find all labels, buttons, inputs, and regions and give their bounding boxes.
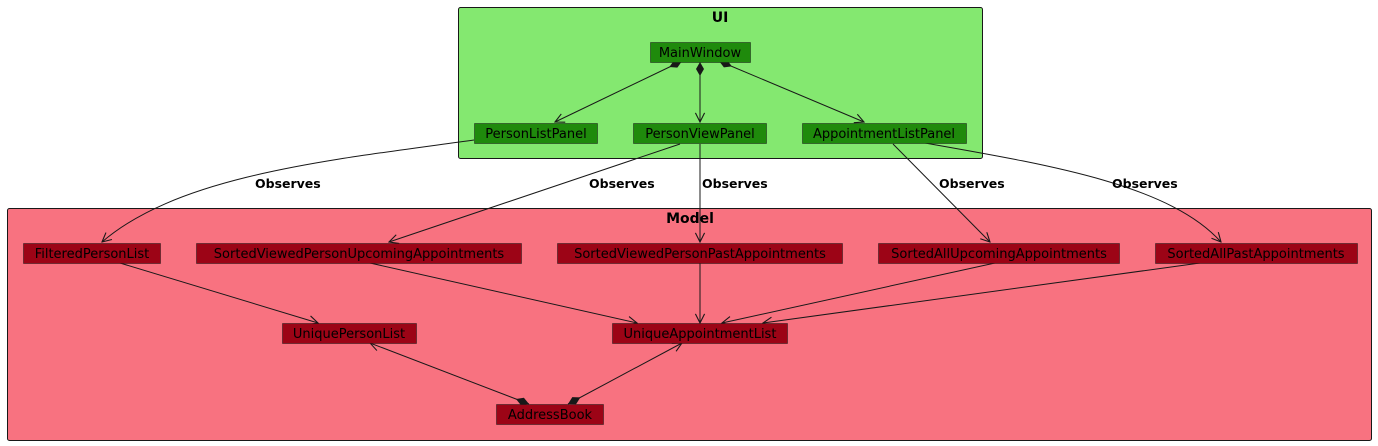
node-person-list-panel-label: PersonListPanel: [485, 127, 586, 142]
edge-appointmentlistpanel-allpast: [924, 142, 1221, 242]
node-filtered-person-list-label: FilteredPersonList: [35, 247, 150, 262]
node-sorted-all-upcoming-appointments[interactable]: SortedAllUpcomingAppointments: [878, 243, 1120, 264]
edge-mainwindow-appointmentlistpanel: [718, 61, 864, 122]
edge-label-personlist-observes: Observes: [255, 176, 321, 191]
node-sorted-viewed-person-upcoming-appointments-label: SortedViewedPersonUpcomingAppointments: [214, 247, 505, 262]
edge-label-view-upcoming-observes: Observes: [589, 176, 655, 191]
edge-allpast-uniqueappointmentlist: [763, 262, 1201, 323]
edges: [102, 61, 1221, 404]
node-appointment-list-panel-label: AppointmentListPanel: [813, 127, 955, 142]
edge-personlistpanel-filteredpersonlist: [102, 139, 475, 242]
node-address-book-label: AddressBook: [508, 408, 593, 423]
node-address-book[interactable]: AddressBook: [496, 404, 604, 425]
node-unique-person-list-label: UniquePersonList: [293, 327, 405, 342]
edge-label-view-past-observes: Observes: [702, 176, 768, 191]
node-sorted-all-past-appointments-label: SortedAllPastAppointments: [1167, 247, 1344, 262]
edge-addressbook-uniquepersonlist: [370, 343, 530, 404]
node-sorted-viewed-person-upcoming-appointments[interactable]: SortedViewedPersonUpcomingAppointments: [196, 243, 522, 264]
edge-label-appt-upcoming-observes: Observes: [939, 176, 1005, 191]
ui-package-title: UI: [712, 10, 729, 26]
edge-label-appt-past-observes: Observes: [1112, 176, 1178, 191]
node-unique-person-list[interactable]: UniquePersonList: [282, 323, 417, 344]
model-package-title: Model: [666, 211, 714, 227]
node-main-window-label: MainWindow: [659, 46, 742, 61]
model-nodes: FilteredPersonList SortedViewedPersonUpc…: [23, 243, 1358, 425]
node-person-view-panel-label: PersonViewPanel: [645, 127, 755, 142]
node-person-view-panel[interactable]: PersonViewPanel: [633, 123, 767, 144]
edge-personviewpanel-upcoming: [389, 143, 681, 242]
node-sorted-all-upcoming-appointments-label: SortedAllUpcomingAppointments: [891, 247, 1107, 262]
edge-upcoming-uniqueappointmentlist: [369, 262, 637, 323]
node-unique-appointment-list-label: UniqueAppointmentList: [624, 327, 777, 342]
edge-mainwindow-personlistpanel: [555, 61, 683, 122]
node-main-window[interactable]: MainWindow: [650, 42, 751, 63]
node-filtered-person-list[interactable]: FilteredPersonList: [23, 243, 161, 264]
edge-addressbook-uniqueappointmentlist: [567, 343, 682, 405]
node-person-list-panel[interactable]: PersonListPanel: [474, 123, 598, 144]
edge-appointmentlistpanel-allupcoming: [892, 143, 990, 242]
edge-filteredpersonlist-uniquepersonlist: [119, 262, 318, 323]
edge-labels: Observes Observes Observes Observes Obse…: [255, 176, 1178, 191]
edge-allupcoming-uniqueappointmentlist: [722, 262, 996, 323]
node-sorted-viewed-person-past-appointments[interactable]: SortedViewedPersonPastAppointments: [557, 243, 843, 264]
node-unique-appointment-list[interactable]: UniqueAppointmentList: [612, 323, 788, 344]
node-sorted-all-past-appointments[interactable]: SortedAllPastAppointments: [1155, 243, 1358, 264]
node-sorted-viewed-person-past-appointments-label: SortedViewedPersonPastAppointments: [574, 247, 826, 262]
node-appointment-list-panel[interactable]: AppointmentListPanel: [802, 123, 967, 144]
ui-nodes: MainWindow PersonListPanel PersonViewPan…: [474, 42, 967, 144]
